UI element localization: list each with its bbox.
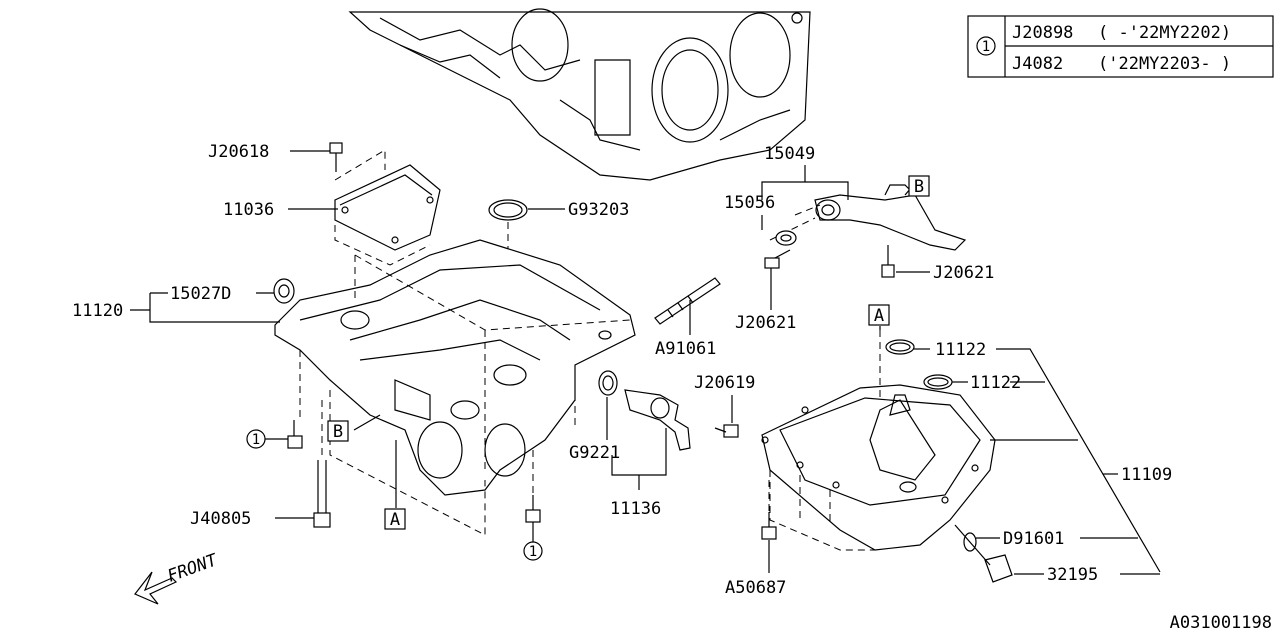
legend-row-2-range: ('22MY2203- ) (1098, 54, 1231, 74)
label-j20621-left: J20621 (735, 313, 796, 333)
svg-text:1: 1 (252, 432, 260, 448)
diagram-id: A031001198 (1170, 613, 1272, 633)
label-11136: 11136 (610, 499, 661, 519)
label-32195: 32195 (1047, 565, 1098, 585)
leader-lines (130, 150, 1161, 575)
part-bolt-ref1-left (287, 350, 303, 449)
legend-ref-mark: 1 (982, 39, 990, 55)
label-11122-upper: 11122 (935, 340, 986, 360)
svg-text:A: A (390, 510, 400, 530)
part-j40805-bolt (313, 400, 331, 528)
label-j40805: J40805 (190, 509, 251, 529)
label-j20618: J20618 (208, 142, 269, 162)
part-15027d-plug (273, 278, 295, 304)
part-j20618-bolt (329, 142, 343, 172)
part-11120-oil-pan-upper (274, 239, 636, 536)
part-11109-oil-pan-lower (761, 384, 996, 551)
ref-circle-1-bottom: 1 (523, 541, 543, 561)
ref-circle-1-left: 1 (246, 429, 266, 449)
svg-text:A: A (874, 306, 884, 326)
label-a91061: A91061 (655, 339, 716, 359)
part-a50687-bolt (761, 480, 777, 540)
legend-ref-circle (976, 36, 996, 56)
label-15056: 15056 (724, 193, 775, 213)
part-a91061-stud (654, 277, 721, 325)
part-11122-oring-b (923, 374, 953, 390)
label-j20621-right: J20621 (933, 263, 994, 283)
part-32195-drain-plug (954, 524, 1013, 583)
label-g93203: G93203 (568, 200, 629, 220)
label-j20619: J20619 (694, 373, 755, 393)
part-15049-oil-strainer-pipe (769, 184, 967, 251)
part-11136-pipe (624, 389, 691, 451)
svg-text:B: B (914, 177, 924, 197)
part-11036-cover (334, 149, 441, 266)
svg-text:1: 1 (529, 544, 537, 560)
label-d91601: D91601 (1003, 529, 1064, 549)
front-label: FRONT (165, 550, 222, 587)
label-15027d: 15027D (170, 284, 231, 304)
legend-row-1-part: J20898 (1012, 23, 1073, 43)
label-11109: 11109 (1121, 465, 1172, 485)
part-j20621-bolt-b (881, 245, 895, 278)
part-j20621-bolt-a (764, 249, 791, 269)
ref-box-b-strainer: B (908, 175, 930, 197)
part-15056-gasket (775, 230, 797, 246)
part-bolt-ref1-bottom (525, 450, 541, 523)
part-j20619-bolt (714, 424, 739, 438)
ref-box-a-upper-pan: A (384, 508, 406, 530)
label-11036: 11036 (223, 200, 274, 220)
front-direction-arrow: FRONT (134, 550, 222, 605)
legend-row-2-part: J4082 (1012, 54, 1063, 74)
engine-block-illustration (348, 8, 811, 181)
label-11122-lower: 11122 (970, 373, 1021, 393)
label-11120: 11120 (72, 301, 123, 321)
label-15049: 15049 (764, 144, 815, 164)
ref-box-b-upper-pan: B (327, 420, 349, 442)
ref-box-a-lower-pan: A (868, 304, 890, 326)
legend-table: 1 J20898 ( -'22MY2202) J4082 ('22MY2203-… (967, 15, 1274, 78)
svg-text:B: B (333, 422, 343, 442)
part-11122-oring-a (885, 339, 915, 355)
part-g9221-oring (598, 370, 618, 396)
label-g9221: G9221 (569, 443, 620, 463)
legend-row-1-range: ( -'22MY2202) (1098, 23, 1231, 43)
label-a50687: A50687 (725, 578, 786, 598)
